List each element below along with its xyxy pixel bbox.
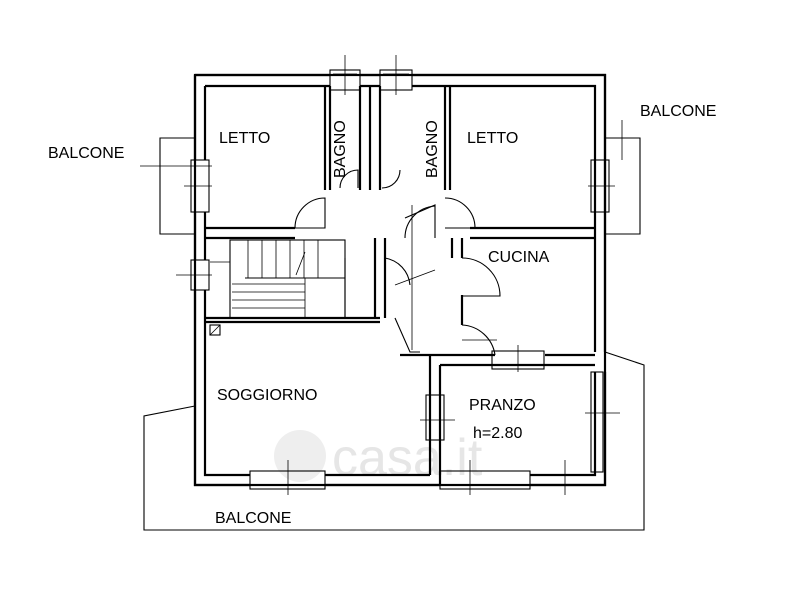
room-label-letto-left: LETTO [219, 130, 270, 147]
misc-marks [209, 324, 221, 336]
windows [140, 55, 623, 495]
balcony-label-bottom: BALCONE [215, 510, 291, 527]
room-label-bagno-left: BAGNO [332, 120, 349, 178]
staircase [210, 239, 346, 319]
room-height-label: h=2.80 [473, 425, 522, 442]
balcony-outlines [143, 137, 645, 531]
watermark: casa.it [274, 429, 483, 487]
balcony-label-left: BALCONE [48, 145, 124, 162]
room-label-bagno-right: BAGNO [424, 120, 441, 178]
exterior-walls [193, 73, 607, 487]
svg-text:casa.it: casa.it [332, 429, 483, 487]
room-label-pranzo: PRANZO [469, 397, 536, 414]
room-label-soggiorno: SOGGIORNO [217, 387, 317, 404]
doors [294, 169, 545, 441]
room-label-letto-right: LETTO [467, 130, 518, 147]
balcony-label-right: BALCONE [640, 103, 716, 120]
room-label-cucina: CUCINA [488, 249, 550, 266]
